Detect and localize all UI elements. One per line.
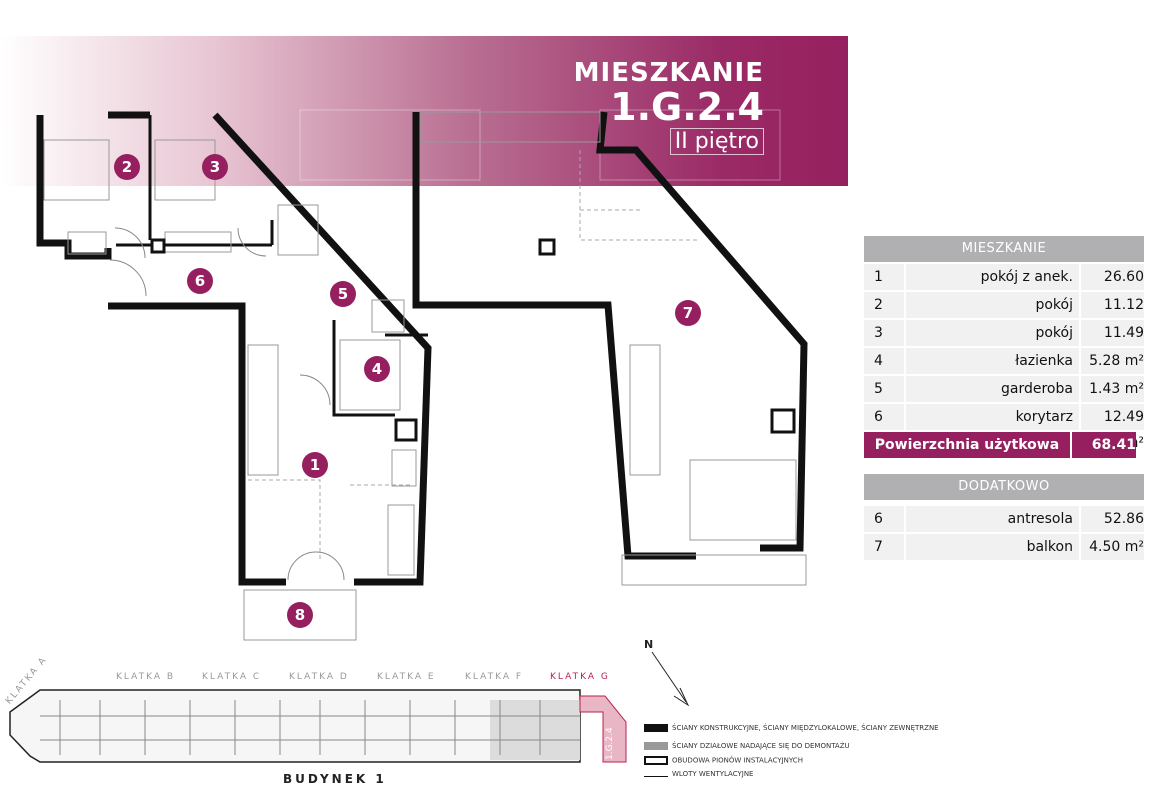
room-badge-2: 2 <box>114 154 140 180</box>
table-row: 1 pokój z anek. kuchennym 26.60 m² <box>864 264 1144 311</box>
row-number: 4 <box>864 348 906 374</box>
legend-swatch-partition <box>644 742 668 750</box>
row-name: korytarz <box>905 404 1081 430</box>
legend-text: OBUDOWA PIONÓW INSTALACYJNYCH <box>672 756 803 765</box>
legend-swatch-structural <box>644 724 668 732</box>
row-area: 12.49 m² <box>1080 404 1144 451</box>
table-row: 4 łazienka 5.28 m² <box>864 348 1144 374</box>
klatka-label-g: KLATKA G <box>550 672 610 682</box>
room-badge-8: 8 <box>287 602 313 628</box>
row-number: 6 <box>864 404 906 430</box>
row-number: 2 <box>864 292 906 318</box>
legend-item: WLOTY WENTYLACYJNE <box>644 770 753 778</box>
room-badge-5: 5 <box>330 281 356 307</box>
table-row: 2 pokój 11.12 m² <box>864 292 1144 339</box>
total-label: Powierzchnia użytkowa <box>864 432 1072 458</box>
row-name: pokój <box>905 320 1081 346</box>
room-badge-7: 7 <box>675 300 701 326</box>
table-header: MIESZKANIE <box>864 236 1144 262</box>
klatka-label-f: KLATKA F <box>465 672 524 682</box>
klatka-label-d: KLATKA D <box>289 672 349 682</box>
legend-text: ŚCIANY KONSTRUKCYJNE, ŚCIANY MIĘDZYLOKAL… <box>672 724 939 732</box>
row-area: 11.12 m² <box>1080 292 1144 339</box>
row-number: 7 <box>864 534 906 560</box>
table-row: 6 korytarz 12.49 m² <box>864 404 1144 451</box>
room-badge-6: 6 <box>187 268 213 294</box>
klatka-label-e: KLATKA E <box>377 672 436 682</box>
table-row: 3 pokój 11.49 m² <box>864 320 1144 367</box>
room-badge-3: 3 <box>202 154 228 180</box>
table-row: 6 antresola 52.86 m² <box>864 506 1144 553</box>
row-area: 11.49 m² <box>1080 320 1144 367</box>
row-area: 1.43 m² <box>1080 376 1144 402</box>
row-number: 3 <box>864 320 906 346</box>
apartment-title: MIESZKANIE 1.G.2.4 II piętro <box>574 58 764 155</box>
row-area: 52.86 m² <box>1080 506 1144 553</box>
svg-text:1.G.2.4: 1.G.2.4 <box>605 727 615 760</box>
title-line-2: 1.G.2.4 <box>610 85 764 129</box>
row-name: antresola <box>905 506 1081 532</box>
row-number: 1 <box>864 264 906 290</box>
row-area: 5.28 m² <box>1080 348 1144 374</box>
legend-text: ŚCIANY DZIAŁOWE NADAJĄCE SIĘ DO DEMONTAŻ… <box>672 742 850 750</box>
table-row: 7 balkon 4.50 m² <box>864 534 1144 560</box>
table-row: 5 garderoba 1.43 m² <box>864 376 1144 402</box>
row-area: 4.50 m² <box>1080 534 1144 560</box>
row-number: 5 <box>864 376 906 402</box>
row-name: pokój <box>905 292 1081 318</box>
room-badge-4: 4 <box>364 356 390 382</box>
klatka-label-b: KLATKA B <box>116 672 176 682</box>
total-row: Powierzchnia użytkowa 68.41 m² <box>864 432 1144 479</box>
total-area: 68.41 m² <box>1072 432 1136 479</box>
title-line-1: MIESZKANIE <box>573 58 764 88</box>
legend-swatch-vent <box>644 772 668 777</box>
row-name: łazienka <box>905 348 1081 374</box>
north-arrow-label: N <box>644 638 654 651</box>
legend-item: ŚCIANY DZIAŁOWE NADAJĄCE SIĘ DO DEMONTAŻ… <box>644 742 850 750</box>
row-name: pokój z anek. kuchennym <box>905 264 1081 311</box>
building-label: BUDYNEK 1 <box>283 772 387 786</box>
header-gradient-band <box>0 36 850 186</box>
extra-area-table: DODATKOWO 6 antresola 52.86 m² 7 balkon … <box>864 474 1144 560</box>
legend-item: OBUDOWA PIONÓW INSTALACYJNYCH <box>644 756 803 765</box>
row-number: 6 <box>864 506 906 532</box>
apartment-area-table: MIESZKANIE 1 pokój z anek. kuchennym 26.… <box>864 236 1144 479</box>
klatka-label-c: KLATKA C <box>202 672 262 682</box>
room-badge-1: 1 <box>302 452 328 478</box>
title-line-3: II piętro <box>669 128 764 155</box>
row-area: 26.60 m² <box>1080 264 1144 311</box>
legend-swatch-shaft <box>644 756 668 765</box>
table-header: DODATKOWO <box>864 474 1144 500</box>
row-name: balkon <box>905 534 1081 560</box>
row-name: garderoba <box>905 376 1081 402</box>
header-corner <box>848 0 1164 232</box>
legend-item: ŚCIANY KONSTRUKCYJNE, ŚCIANY MIĘDZYLOKAL… <box>644 724 939 732</box>
legend-text: WLOTY WENTYLACYJNE <box>672 770 754 778</box>
